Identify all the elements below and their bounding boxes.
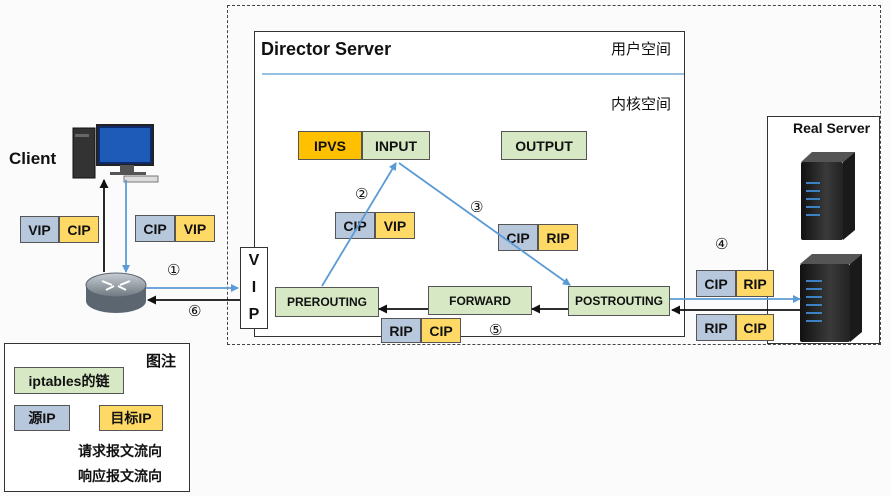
client-computer-icon (72, 124, 159, 183)
real-server-icon-1 (801, 152, 855, 240)
vip-letter-v: V (248, 252, 260, 270)
request-arrow-input-postrouting (398, 162, 571, 286)
output-chain: OUTPUT (501, 131, 587, 160)
legend-request-label: 请求报文流向 (78, 443, 162, 459)
legend-src-sample: 源IP (14, 405, 70, 431)
step-3-label: ③ (470, 199, 484, 216)
rs-reply-src: RIP (696, 314, 736, 341)
request-arrow-prerouting-input (321, 162, 397, 287)
step-5-label: ⑤ (489, 322, 503, 339)
step-6-label: ⑥ (188, 303, 202, 320)
director-region (227, 5, 881, 345)
client-in-dst: VIP (175, 215, 215, 242)
step5-src: RIP (381, 318, 421, 343)
forward-chain: FORWARD (428, 286, 532, 315)
prerouting-chain: PREROUTING (275, 287, 379, 317)
step-4-label: ④ (715, 236, 729, 253)
client-out-src: VIP (20, 216, 59, 243)
step4-dst: RIP (736, 270, 774, 297)
step4-src: CIP (696, 270, 736, 297)
step5-dst: CIP (421, 318, 461, 343)
ipvs-chain: IPVS (298, 131, 362, 160)
step-2-label: ② (355, 186, 369, 203)
legend-chain-sample: iptables的链 (14, 367, 124, 394)
legend-response-label: 响应报文流向 (78, 468, 162, 484)
postrouting-chain: POSTROUTING (568, 286, 670, 316)
legend-title: 图注 (146, 353, 177, 370)
router-icon (85, 272, 147, 313)
user-space-label: 用户空间 (611, 41, 672, 58)
real-server-icon-2 (800, 254, 862, 342)
step3-dst: RIP (538, 224, 578, 251)
vip-letter-p: P (248, 305, 260, 323)
step-1-label: ① (167, 262, 181, 279)
vip-port: V I P (240, 247, 268, 329)
input-chain: INPUT (362, 131, 430, 160)
legend-dst-sample: 目标IP (99, 405, 163, 431)
vip-letter-i: I (251, 278, 257, 296)
real-server-label: Real Server (793, 120, 871, 136)
client-in-src: CIP (135, 215, 175, 242)
step2-dst: VIP (375, 212, 415, 239)
rs-reply-dst: CIP (736, 314, 774, 341)
director-title: Director Server (261, 39, 392, 59)
client-out-dst: CIP (59, 216, 99, 243)
kernel-space-label: 内核空间 (611, 96, 672, 113)
client-label: Client (9, 149, 57, 168)
